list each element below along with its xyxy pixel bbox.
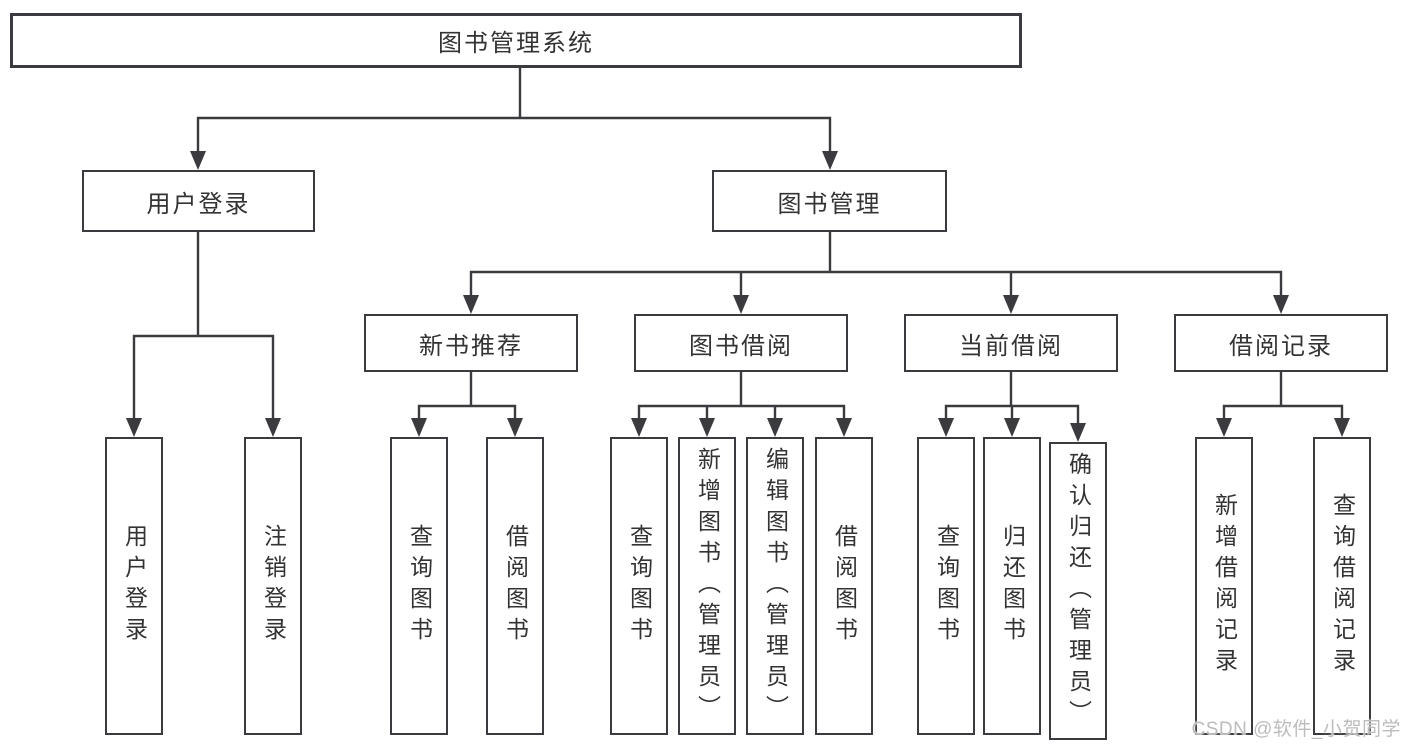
- leaf-add-borrow-record-label: 新增借阅记录: [1211, 493, 1238, 679]
- leaf-query-book-current-label: 查询图书: [933, 524, 960, 648]
- arrow-down-icon: [938, 418, 954, 437]
- arrow-down-icon: [190, 151, 206, 170]
- node-book-management: 图书管理: [712, 170, 947, 232]
- arrow-down-icon: [126, 418, 142, 437]
- node-user-login: 用户登录: [82, 170, 315, 232]
- connector-current-borrow-children: [944, 370, 1080, 429]
- connector-book-management-children: [469, 230, 1283, 301]
- arrow-down-icon: [1003, 295, 1019, 314]
- arrow-down-icon: [1273, 295, 1289, 314]
- connector-user-login-children: [132, 230, 275, 424]
- leaf-logout: 注销登录: [244, 437, 302, 735]
- leaf-add-borrow-record: 新增借阅记录: [1195, 437, 1253, 735]
- node-library-system: 图书管理系统: [10, 13, 1022, 68]
- arrow-down-icon: [1004, 418, 1020, 437]
- connector-new-book-children: [417, 370, 517, 424]
- node-book-borrow: 图书借阅: [634, 314, 848, 372]
- leaf-logout-label: 注销登录: [260, 524, 287, 648]
- node-book-management-label: 图书管理: [777, 190, 882, 218]
- leaf-query-book-borrow: 查询图书: [610, 437, 668, 735]
- node-borrow-record-label: 借阅记录: [1229, 332, 1333, 360]
- connector-borrow-record-children: [1222, 370, 1344, 424]
- node-current-borrow-label: 当前借阅: [959, 332, 1063, 360]
- arrow-down-icon: [767, 418, 783, 437]
- node-new-book-recommend-label: 新书推荐: [419, 332, 523, 360]
- arrow-down-icon: [699, 418, 715, 437]
- leaf-query-book-borrow-label: 查询图书: [626, 524, 653, 648]
- node-new-book-recommend: 新书推荐: [364, 314, 578, 372]
- arrow-down-icon: [507, 418, 523, 437]
- arrowhead-icons: [126, 151, 1350, 442]
- arrow-down-icon: [631, 418, 647, 437]
- node-borrow-record: 借阅记录: [1174, 314, 1388, 372]
- leaf-borrow-book-recommend-label: 借阅图书: [502, 524, 529, 648]
- arrow-down-icon: [822, 151, 838, 170]
- leaf-add-book-admin-label: 新增图书（管理员）: [694, 446, 721, 726]
- leaf-borrow-book-label: 借阅图书: [831, 524, 858, 648]
- arrow-down-icon: [836, 418, 852, 437]
- leaf-query-borrow-record: 查询借阅记录: [1313, 437, 1371, 735]
- connector-book-borrow-children: [637, 370, 846, 424]
- leaf-user-login-label: 用户登录: [121, 524, 148, 648]
- connector-root-to-level2: [196, 66, 832, 158]
- node-user-login-label: 用户登录: [146, 190, 251, 218]
- leaf-borrow-book: 借阅图书: [815, 437, 873, 735]
- leaf-confirm-return-admin-label: 确认归还（管理员）: [1065, 451, 1092, 731]
- leaf-user-login: 用户登录: [105, 437, 163, 735]
- node-book-borrow-label: 图书借阅: [689, 332, 793, 360]
- leaf-add-book-admin: 新增图书（管理员）: [678, 437, 736, 735]
- arrow-down-icon: [411, 418, 427, 437]
- leaf-query-book-recommend-label: 查询图书: [406, 524, 433, 648]
- leaf-query-book-current: 查询图书: [917, 437, 975, 735]
- connector-lines: [132, 66, 1344, 429]
- arrow-down-icon: [733, 295, 749, 314]
- arrow-down-icon: [265, 418, 281, 437]
- leaf-edit-book-admin-label: 编辑图书（管理员）: [762, 446, 789, 726]
- node-library-system-label: 图书管理系统: [438, 30, 594, 57]
- leaf-query-book-recommend: 查询图书: [390, 437, 448, 735]
- arrow-down-icon: [1334, 418, 1350, 437]
- leaf-return-book-label: 归还图书: [999, 524, 1026, 648]
- arrow-down-icon: [1216, 418, 1232, 437]
- leaf-borrow-book-recommend: 借阅图书: [486, 437, 544, 735]
- watermark: CSDN @软件_小贺同学: [1191, 719, 1401, 740]
- node-current-borrow: 当前借阅: [904, 314, 1118, 372]
- arrow-down-icon: [1070, 423, 1086, 442]
- leaf-return-book: 归还图书: [983, 437, 1041, 735]
- leaf-query-borrow-record-label: 查询借阅记录: [1329, 493, 1356, 679]
- arrow-down-icon: [463, 295, 479, 314]
- leaf-confirm-return-admin: 确认归还（管理员）: [1049, 442, 1107, 740]
- leaf-edit-book-admin: 编辑图书（管理员）: [746, 437, 804, 735]
